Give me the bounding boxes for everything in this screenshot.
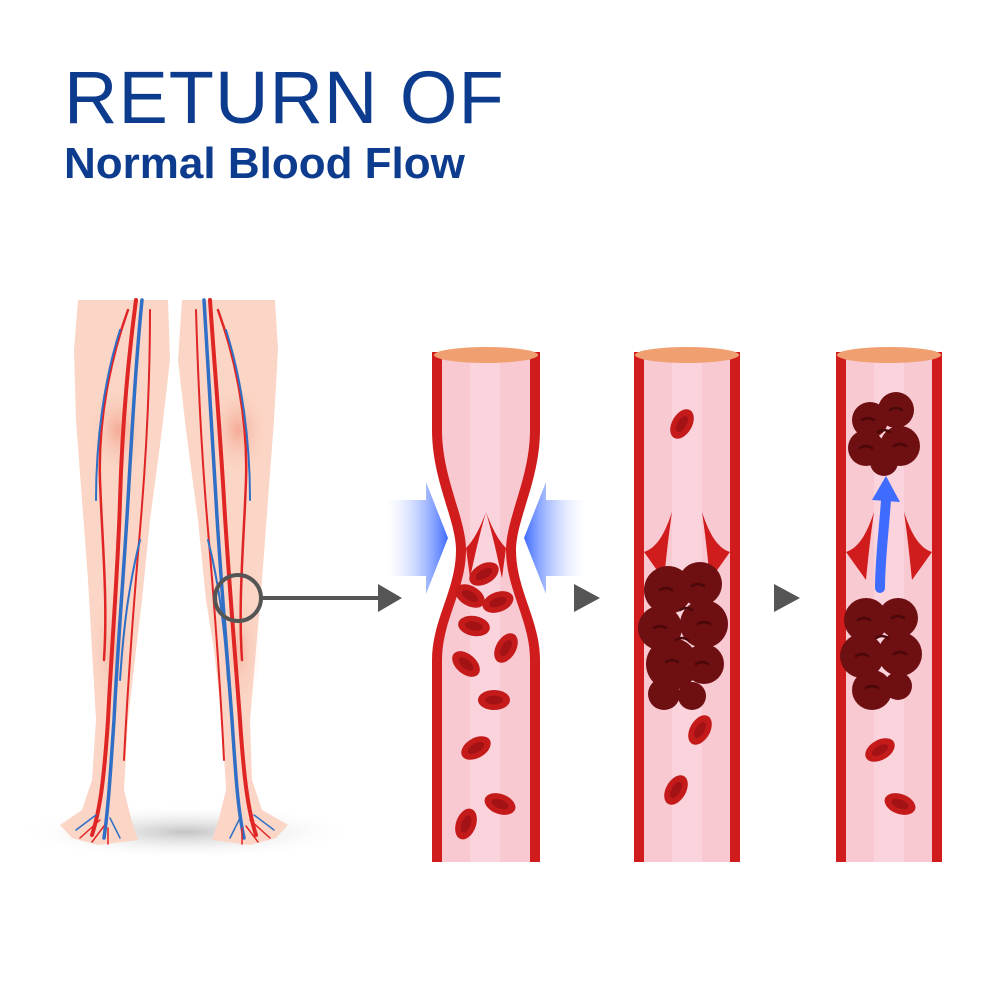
left-leg-vessels	[75, 298, 151, 845]
upward-flow-arrow-icon	[872, 476, 900, 593]
step-arrow-icon-2	[774, 584, 800, 612]
remaining-clot	[840, 598, 922, 710]
pointer-arrow-icon	[378, 584, 402, 612]
released-clot	[848, 392, 920, 476]
page-title: RETURN OF Normal Blood Flow	[64, 58, 505, 190]
right-leg	[178, 300, 288, 845]
vessel-1-opening	[434, 347, 538, 363]
blood-clot	[638, 562, 728, 710]
right-pressure-arrow-icon	[524, 482, 586, 594]
step-arrow-icon-1	[574, 584, 600, 612]
clotted-vessel-icon	[634, 347, 740, 862]
compressed-vessel-icon	[386, 347, 586, 862]
title-line-2: Normal Blood Flow	[64, 139, 465, 188]
vessel-2-opening	[635, 347, 739, 363]
left-pressure-arrow-icon	[386, 482, 448, 594]
clot-release-vessel-icon	[836, 347, 942, 862]
legs-with-veins-icon	[15, 298, 402, 860]
floor-shadow	[15, 804, 355, 860]
title-line-1: RETURN OF	[64, 56, 505, 139]
vessel-3-opening	[837, 347, 941, 363]
